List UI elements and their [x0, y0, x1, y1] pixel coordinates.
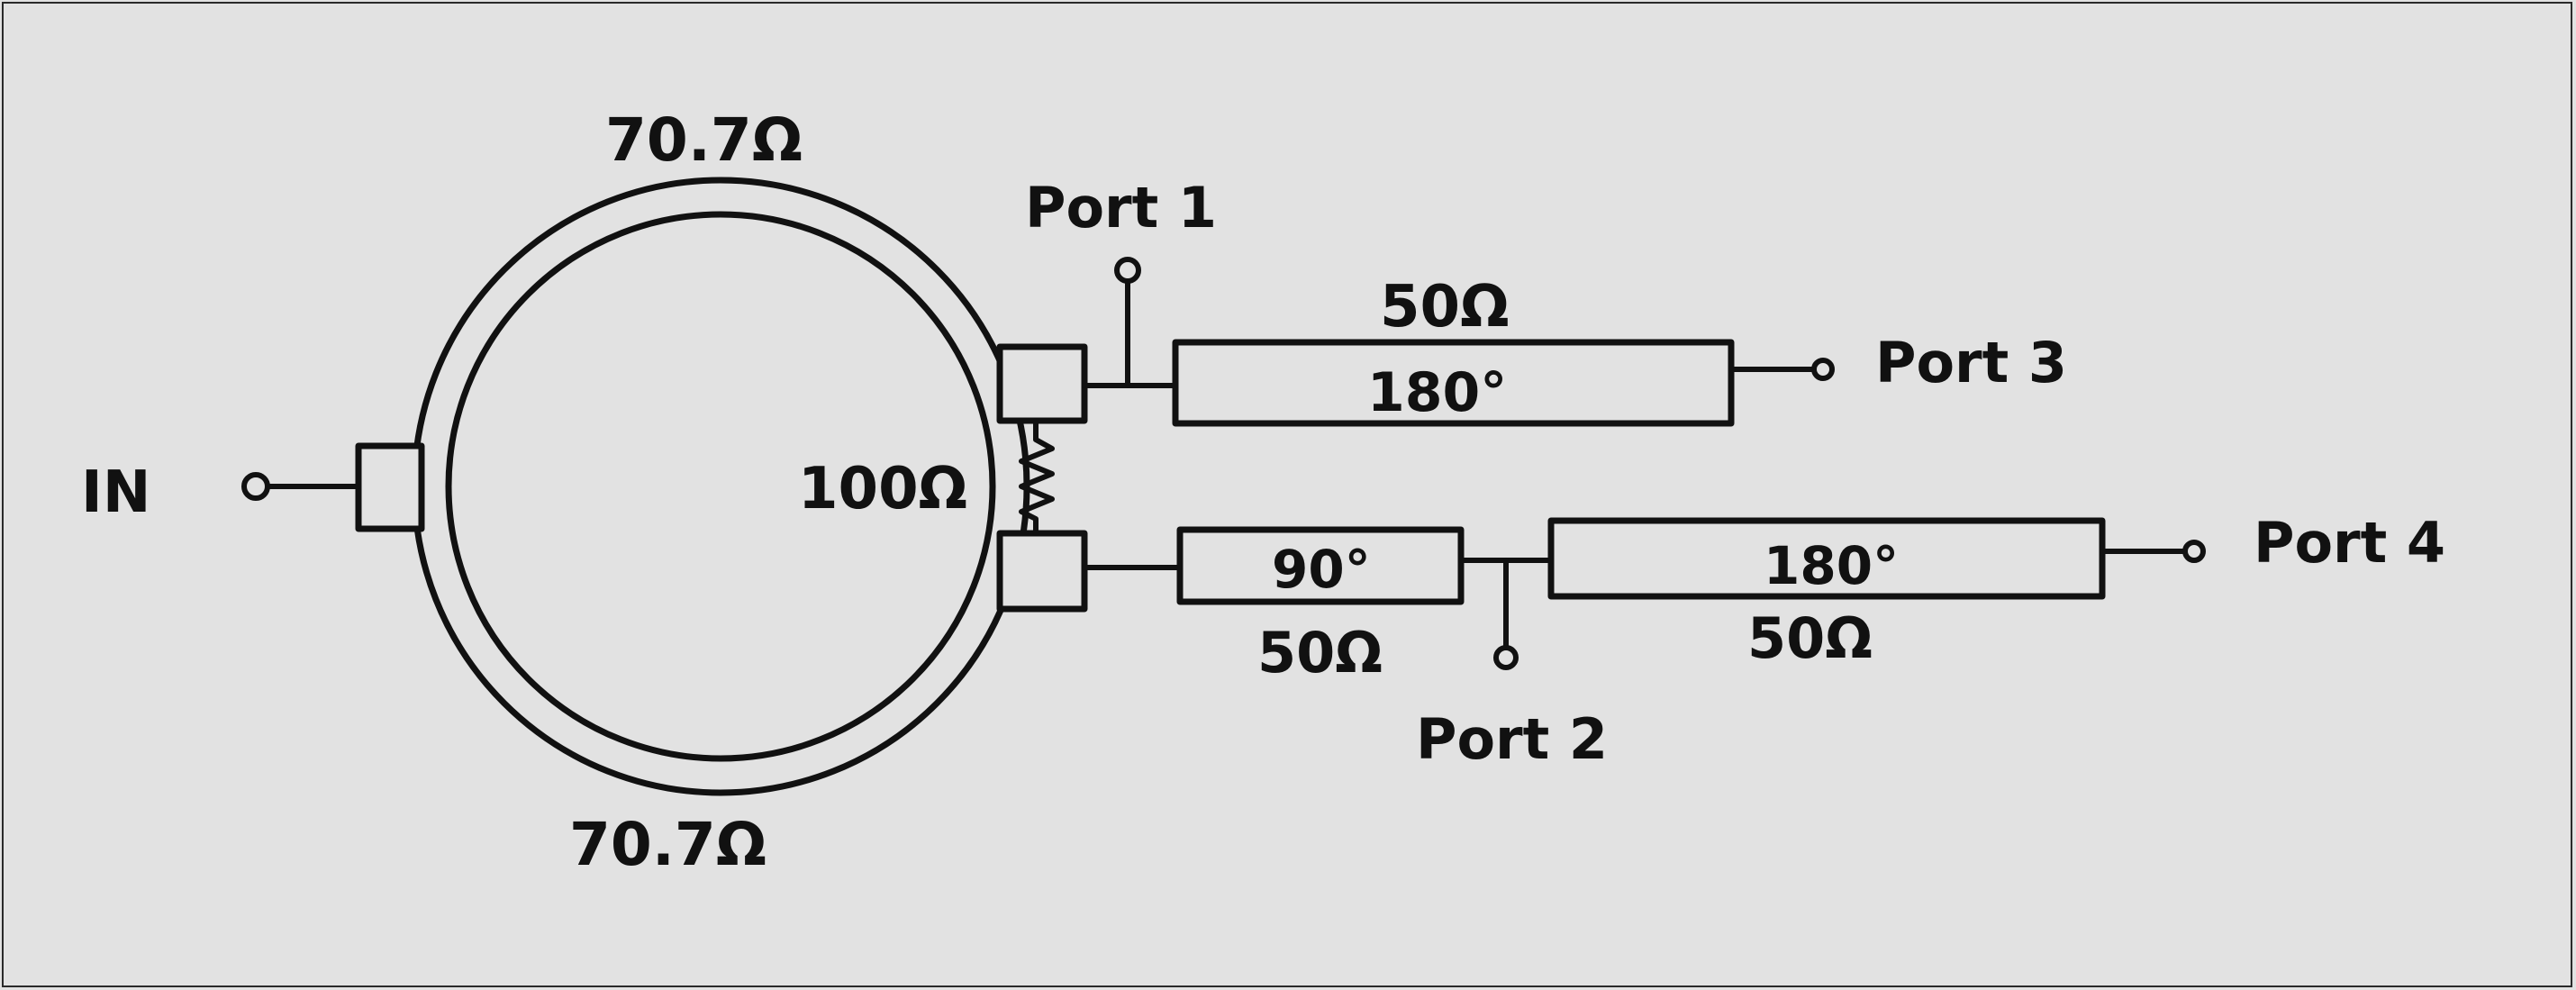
upper-output-stub [996, 257, 1178, 424]
isolation-resistor-label: 100Ω [798, 456, 967, 522]
lower-output-stub [996, 530, 1183, 613]
port3-label: Port 3 [1875, 330, 2067, 395]
line-lower-90 [1176, 526, 1465, 605]
port1-terminal [1114, 257, 1141, 284]
line-lower-long-impedance-label: 50Ω [1747, 605, 1873, 671]
line-upper-phase-label: 180° [1367, 361, 1507, 424]
line-lower-short-impedance-label: 50Ω [1257, 620, 1383, 686]
line-upper-180 [1172, 339, 1735, 427]
isolation-resistor-zigzag [1019, 418, 1055, 536]
port4-terminal [2182, 540, 2206, 563]
ring-bottom-impedance-label: 70.7Ω [569, 810, 766, 879]
line-lower-short-phase-label: 90° [1272, 539, 1371, 600]
line-lower-long-phase-label: 180° [1764, 535, 1899, 596]
upper-output-pad [996, 343, 1088, 424]
input-stub [241, 442, 425, 532]
input-terminal [241, 472, 270, 501]
port1-label: Port 1 [1025, 175, 1217, 241]
ring-inner [445, 211, 996, 762]
port4-label: Port 4 [2254, 510, 2445, 576]
port2-terminal [1493, 645, 1519, 670]
port2-label: Port 2 [1416, 706, 1608, 772]
port3-terminal [1811, 358, 1835, 381]
ring-top-impedance-label: 70.7Ω [605, 105, 803, 175]
input-stub-pad [355, 442, 425, 532]
lower-output-pad [996, 530, 1088, 613]
line-upper-impedance-label: 50Ω [1380, 274, 1509, 341]
input-label: IN [81, 459, 150, 526]
line-lower-180 [1547, 517, 2106, 600]
